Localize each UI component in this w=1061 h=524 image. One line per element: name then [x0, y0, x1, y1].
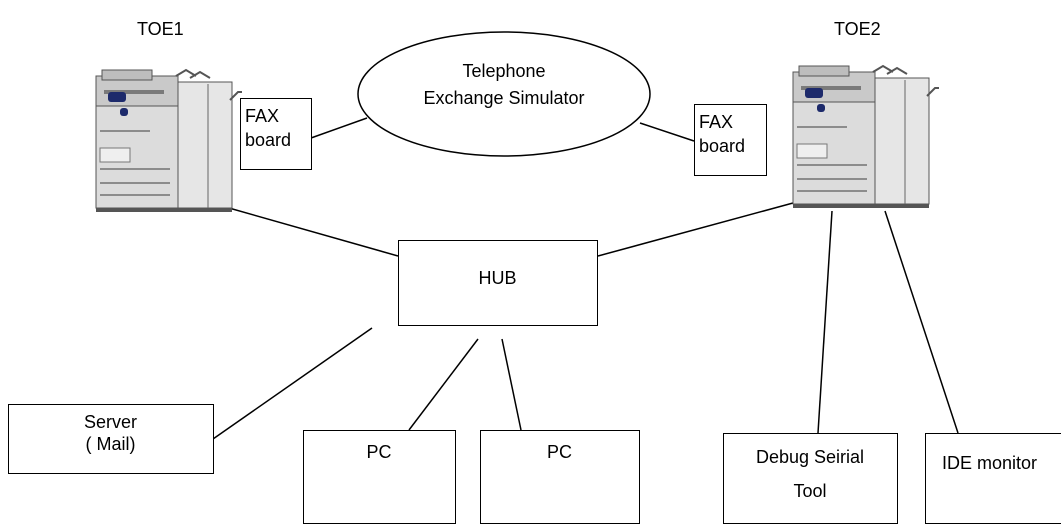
exchange-label-line1: Telephone	[462, 61, 546, 81]
hub-box: HUB	[398, 240, 598, 326]
fax-board-toe2: FAX board	[694, 104, 767, 176]
pc-label: PC	[546, 442, 572, 462]
server-label-line2: ( Mail)	[85, 434, 136, 454]
toe2-label: TOE2	[834, 19, 881, 39]
link-hub-server	[212, 327, 373, 440]
link-toe2-ide	[884, 210, 959, 434]
fax-board-toe1: FAX board	[240, 98, 312, 170]
fax-board-label: board	[699, 136, 746, 156]
toe1-label: TOE1	[137, 19, 184, 39]
server-box: Server ( Mail)	[8, 404, 214, 474]
exchange-label-line2: Exchange Simulator	[423, 88, 585, 108]
server-label-line1: Server	[83, 412, 137, 432]
link-toe2-hub	[597, 202, 794, 257]
debug-label-line2: Tool	[793, 481, 827, 501]
link-hub-pc1	[408, 338, 479, 431]
fax-board-label: board	[245, 130, 292, 150]
pc-box-1: PC	[303, 430, 456, 524]
pc-box-2: PC	[480, 430, 640, 524]
link-hub-pc2	[501, 338, 522, 431]
debug-label-line1: Debug Seirial	[755, 447, 865, 467]
multifunction-printer-icon	[95, 68, 242, 212]
fax-board-label: FAX	[245, 106, 280, 126]
multifunction-printer-icon	[792, 64, 939, 208]
link-toe2-debug	[817, 210, 833, 434]
debug-serial-tool-box: Debug Seirial Tool	[723, 433, 898, 524]
link-toe1-hub	[228, 207, 399, 257]
pc-label: PC	[366, 442, 392, 462]
ide-monitor-box: IDE monitor	[925, 433, 1061, 524]
hub-label: HUB	[478, 268, 517, 288]
telephone-exchange-ellipse	[357, 31, 651, 157]
exchange-label: Telephone Exchange Simulator	[404, 60, 604, 110]
link-fax1-exchange	[310, 117, 368, 139]
link-exchange-fax2	[639, 122, 695, 142]
ide-label: IDE monitor	[942, 453, 1038, 473]
fax-board-label: FAX	[699, 112, 734, 132]
